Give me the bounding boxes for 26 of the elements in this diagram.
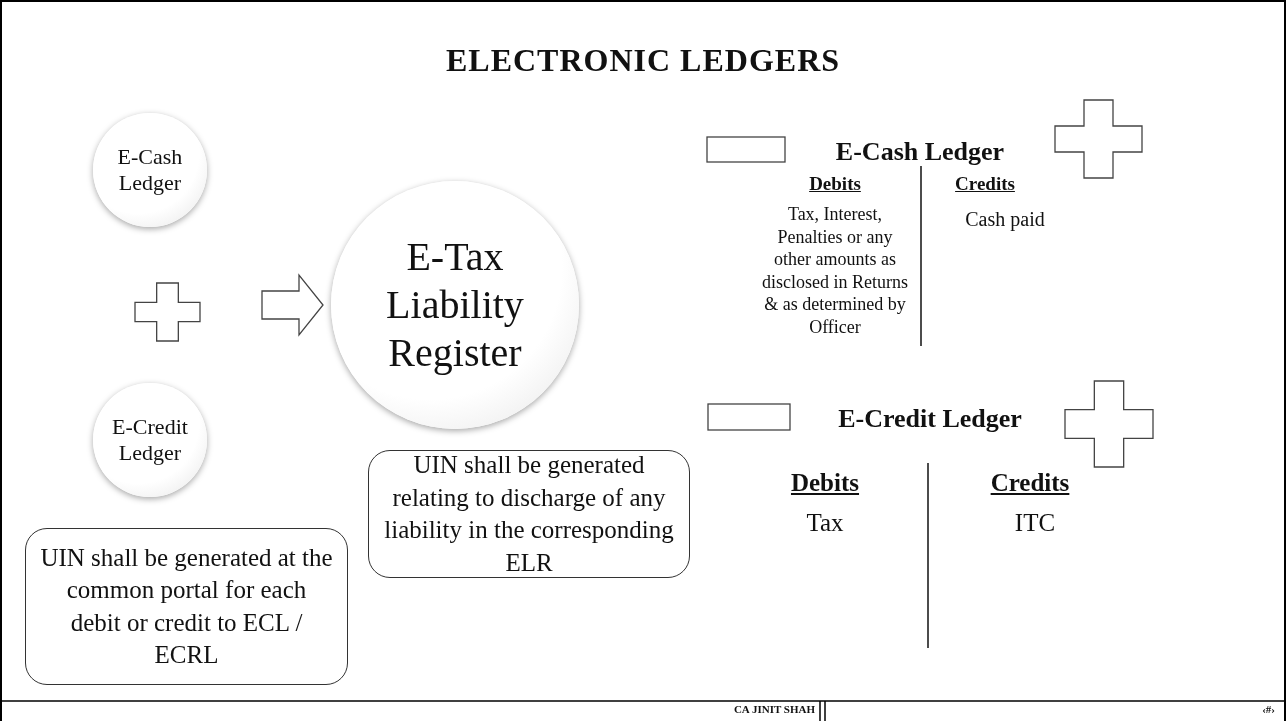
outline-rectangle [706,136,786,163]
column-heading: Credits [954,173,1016,196]
block-arrow [261,273,324,337]
footer-text: CA JINIT SHAH [732,703,815,717]
slide-title: ELECTRONIC LEDGERS [444,42,842,79]
page-number: ‹#› [1261,703,1275,717]
outline-rectangle [707,403,791,431]
note-box: UIN shall be generated at the common portal for each debit or credit to ECL / ECRL [25,528,348,685]
ledger-heading: E-Credit Ledger [837,403,1023,435]
ledger-entry: Tax, Interest, Penalties or any other amounts as disclosed in Returns & as determined by Officer [761,203,909,338]
ledger-entry: ITC [1013,508,1057,538]
note-box: UIN shall be generated relating to discharge of any liability in the corresponding ELR [368,450,690,578]
circle-text: E-Cash Ledger [116,143,184,197]
column-heading: Debits [789,468,861,498]
column-heading: Credits [989,468,1071,498]
ledger-heading: E-Cash Ledger [834,136,1006,168]
circle-text: E-Tax Liability Register [385,233,525,377]
ledger-circle [93,113,207,227]
ledger-entry: Cash paid [964,207,1046,231]
ledger-entry: Tax [805,508,845,538]
column-heading: Debits [808,173,862,196]
plus-sign [1054,99,1143,179]
ledger-circle [93,383,207,497]
plus-sign [1064,380,1154,468]
circle-text: E-Credit Ledger [111,413,189,467]
plus-sign [134,282,201,342]
